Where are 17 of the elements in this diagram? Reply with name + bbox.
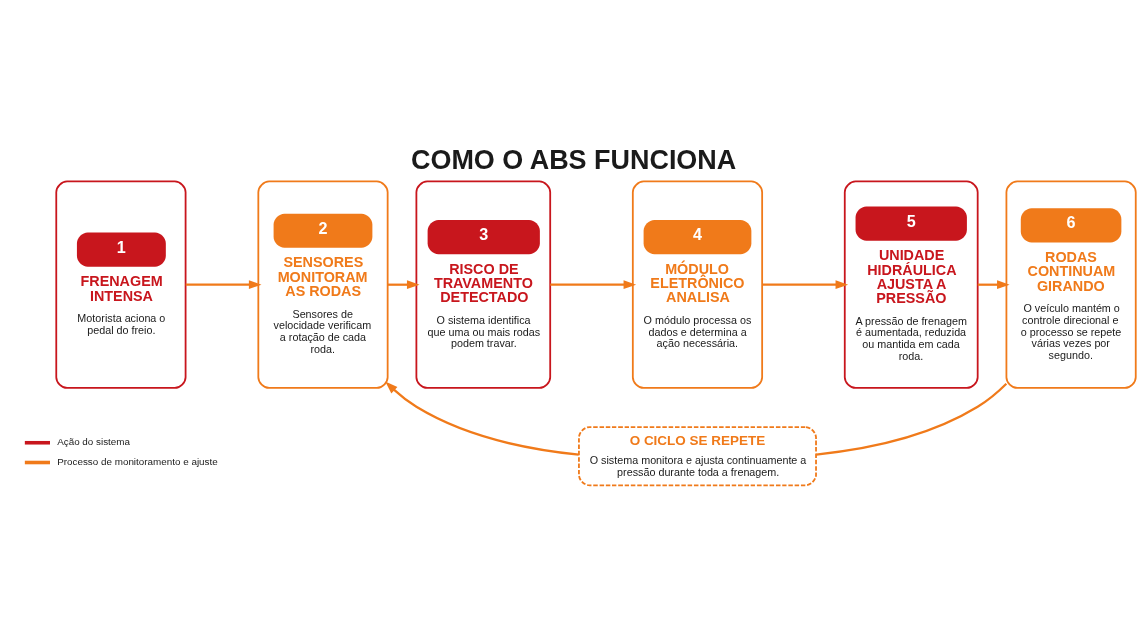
node-box: O CICLO SE REPETE O sistema monitora e ajusta continuamente a pressão durante toda a frenagem. xyxy=(578,426,817,487)
node-box: 3 RISCO DE TRAVAMENTO DETECTADO O sistema identifica que uma ou mais rodas podem travar. xyxy=(415,180,552,389)
arrow xyxy=(550,280,637,290)
node-box: 5 UNIDADE HIDRÁULICA AJUSTA A PRESSÃO A pressão de frenagem é aumentada, reduzida ou mantida em cada roda. xyxy=(843,180,979,389)
diagram-title: COMO O ABS FUNCIONA xyxy=(411,144,737,175)
legend-label: Ação do sistema xyxy=(57,436,131,448)
connector xyxy=(816,383,1008,456)
node-box: 1 FRENAGEM INTENSA Motorista aciona o pedal do freio. xyxy=(55,180,187,389)
node-box: 6 RODAS CONTINUAM GIRANDO O veículo mantém o controle direcional e o processo se repete várias vezes por segundo. xyxy=(1005,180,1137,389)
arrow xyxy=(385,381,579,456)
legend-label: Processo de monitoramento e ajuste xyxy=(57,456,218,468)
arrow xyxy=(977,280,1010,290)
node-box: 4 MÓDULO ELETRÔNICO ANALISA O módulo processa os dados e determina a ação necessária. xyxy=(631,180,764,389)
node-box: 2 SENSORES MONITORAM AS RODAS Sensores de velocidade verificam a rotação de cada roda. xyxy=(257,180,389,389)
arrow xyxy=(185,280,262,290)
arrow xyxy=(762,280,849,290)
arrow xyxy=(387,280,420,290)
